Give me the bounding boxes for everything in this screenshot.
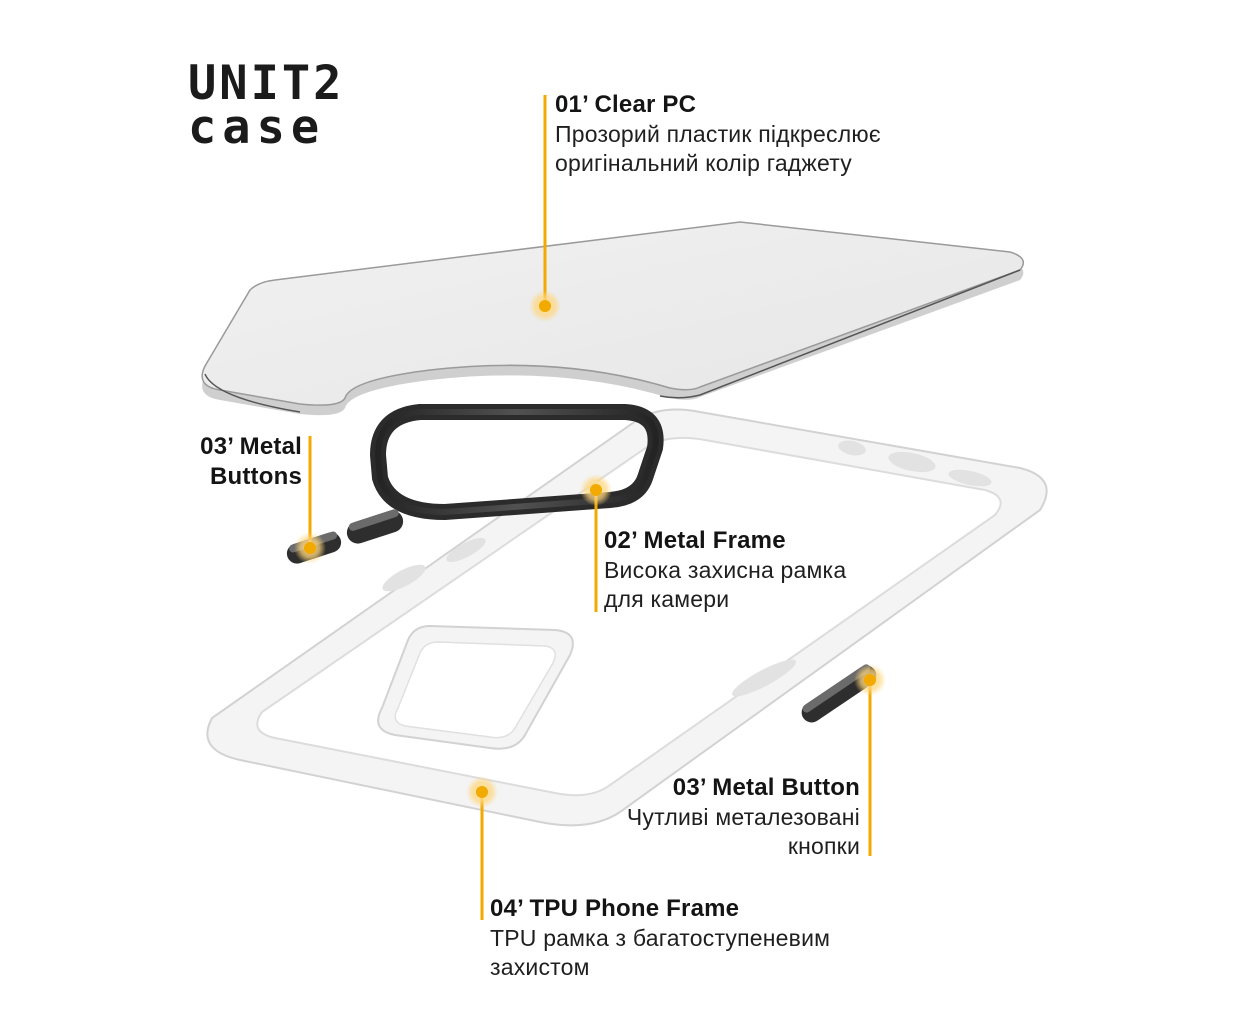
brand-logo-line1: UNIT2 [188, 56, 345, 111]
hotspot-clear-pc [529, 290, 561, 322]
callout-metal-buttons-title-1: 03’ Metal [200, 433, 302, 460]
brand-logo: UNIT2 case [188, 60, 344, 155]
callout-clear-pc-desc-2: оригінальний колір гаджету [555, 149, 852, 176]
callout-clear-pc-desc-1: Прозорий пластик підкреслює [555, 121, 881, 147]
hotspot-metal-buttons [294, 532, 326, 564]
callout-tpu-frame-desc-2: захистом [490, 953, 590, 980]
tpu-phone-frame [206, 408, 1048, 827]
callout-clear-pc-title: 01’ Clear PC [555, 91, 697, 118]
callout-metal-frame-title: 02’ Metal Frame [604, 527, 786, 554]
callout-metal-button-desc-1: Чутливі металезовані [626, 804, 860, 830]
callout-metal-buttons: 03’ Metal Buttons [150, 432, 302, 492]
callout-tpu-frame: 04’ TPU Phone Frame TPU рамка з багатост… [490, 894, 830, 982]
callout-tpu-frame-desc-1: TPU рамка з багатоступеневим [490, 925, 831, 951]
callout-metal-button-desc-2: кнопки [787, 832, 860, 859]
callout-metal-button-title: 03’ Metal Button [672, 774, 860, 801]
callout-clear-pc: 01’ Clear PC Прозорий пластик підкреслює… [555, 90, 881, 178]
callout-metal-frame-desc-1: Висока захисна рамка [604, 557, 847, 583]
callout-metal-frame: 02’ Metal Frame Висока захисна рамка для… [604, 526, 846, 614]
clear-pc-plate [201, 221, 1025, 416]
hotspots [294, 290, 886, 808]
callout-metal-buttons-title-2: Buttons [209, 463, 302, 490]
callout-metal-frame-desc-2: для камери [604, 585, 730, 612]
leader-lines [308, 95, 872, 920]
callout-metal-button: 03’ Metal Button Чутливі металезовані кн… [560, 773, 860, 861]
metal-camera-frame [369, 404, 664, 521]
hotspot-metal-frame [580, 474, 612, 506]
hotspot-tpu-frame [466, 776, 498, 808]
brand-logo-line2: case [188, 100, 326, 155]
callout-tpu-frame-title: 04’ TPU Phone Frame [490, 895, 740, 922]
hotspot-metal-button [854, 664, 886, 696]
